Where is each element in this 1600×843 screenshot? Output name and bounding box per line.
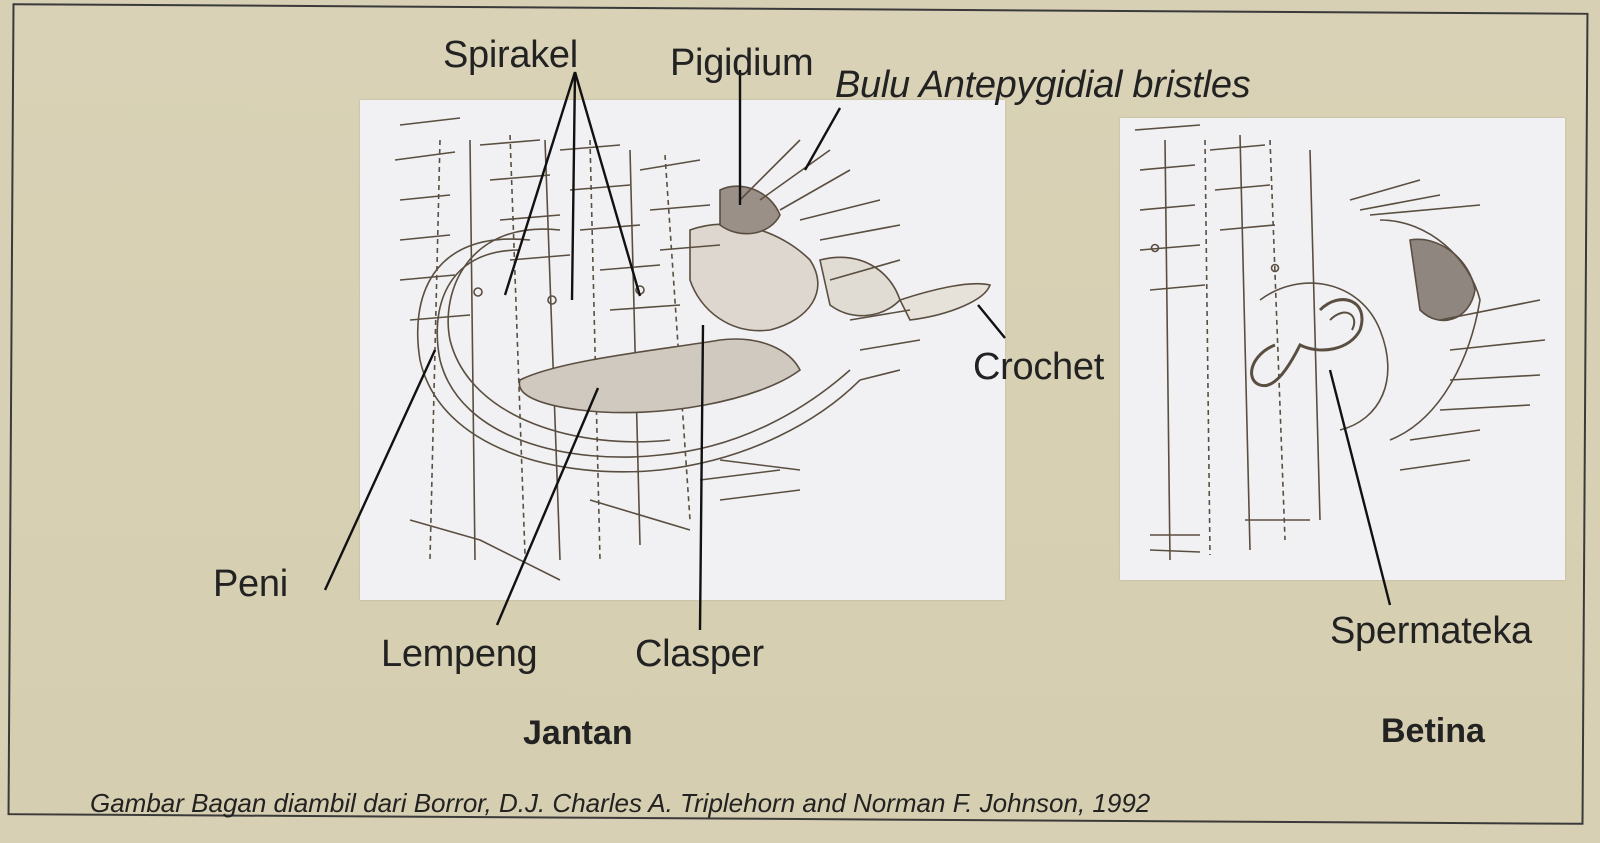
label-male: Jantan — [523, 714, 633, 752]
leader-spirakel-1 — [503, 71, 577, 296]
female-diagram-panel — [1120, 118, 1565, 580]
label-crochet: Crochet — [973, 346, 1104, 388]
label-bulu-antepygidial-bristles: Bulu Antepygidial bristles — [835, 64, 1251, 106]
leader-bulu — [803, 107, 842, 171]
leader-clasper — [698, 324, 705, 631]
label-peni: Peni — [213, 563, 288, 605]
leader-lines — [323, 70, 1392, 631]
leader-lempeng — [495, 387, 600, 626]
label-clasper: Clasper — [635, 633, 764, 675]
leader-crochet — [977, 304, 1006, 339]
leader-spirakel-3 — [573, 71, 642, 297]
male-specimen-drawing — [394, 117, 992, 581]
label-spermateka: Spermateka — [1330, 610, 1532, 652]
source-credit: Gambar Bagan diambil dari Borror, D.J. C… — [90, 788, 1151, 818]
leader-spirakel-2 — [570, 71, 577, 301]
label-female: Betina — [1381, 712, 1485, 750]
leader-peni — [323, 349, 437, 591]
label-lempeng: Lempeng — [381, 633, 538, 675]
female-specimen-drawing — [1134, 124, 1546, 561]
label-spirakel: Spirakel — [443, 34, 578, 76]
leader-spermateka — [1328, 369, 1392, 606]
label-pigidium: Pigidium — [670, 42, 814, 84]
